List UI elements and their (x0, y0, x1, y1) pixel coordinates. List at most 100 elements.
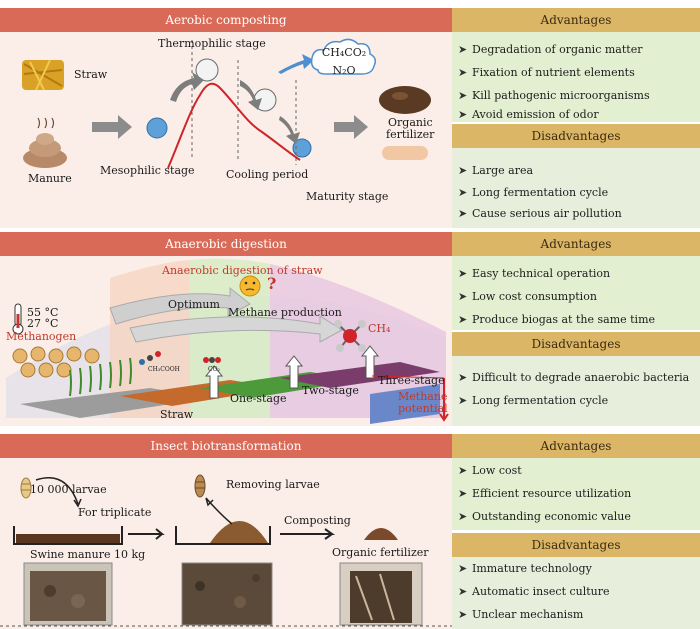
thermophilic-label: Thermophilic stage (158, 37, 266, 50)
molecule-icon (139, 351, 221, 365)
anaerobic-side: Advantages ➤Easy technical operation ➤Lo… (452, 228, 700, 426)
list-item: ➤Fixation of nutrient elements (458, 66, 635, 79)
triplicate-label: For triplicate (78, 506, 152, 519)
methane-potential-label-bottom: potential (398, 402, 448, 415)
list-item: ➤Large area (458, 164, 534, 177)
arrow-icon (439, 378, 449, 422)
insect-panel: Insect biotransformation (0, 426, 452, 629)
bullet-arrow-icon: ➤ (458, 394, 468, 407)
tray-icon (13, 526, 123, 545)
larvae-label: 10 000 larvae (30, 483, 107, 496)
swine-label: Swine manure 10 kg (30, 548, 146, 561)
co2-label: CO₂ (208, 366, 220, 373)
arrow-icon (92, 115, 132, 139)
list-item: ➤Low cost (458, 464, 522, 477)
list-item: ➤Produce biogas at the same time (458, 313, 656, 326)
arrow-icon (204, 365, 224, 399)
anaerobic-disadvantages-title: Disadvantages (452, 332, 700, 356)
thinking-icon (239, 275, 261, 297)
one-stage-label: One-stage (230, 392, 287, 405)
arrow-icon (284, 355, 304, 389)
list-item: ➤Cause serious air pollution (458, 207, 622, 220)
list-item: ➤Kill pathogenic microorganisms (458, 89, 650, 102)
arrow-icon (334, 115, 368, 139)
temp-low-label: 27 °C (27, 317, 59, 330)
bullet-arrow-icon: ➤ (458, 164, 468, 177)
straw-label: Straw (74, 68, 108, 81)
fertilizer-icon (379, 86, 431, 160)
list-item: ➤Automatic insect culture (458, 585, 610, 598)
arrow-icon (109, 286, 251, 325)
anaerobic-illustration (6, 258, 449, 424)
optimum-label: Optimum (168, 298, 220, 311)
removing-label: Removing larvae (226, 478, 320, 491)
straw-stage-label: Straw (160, 408, 194, 421)
mesophilic-label: Mesophilic stage (100, 164, 195, 177)
thermometer-icon (12, 303, 24, 335)
bullet-arrow-icon: ➤ (458, 108, 468, 121)
methane-production-label: Methane production (228, 306, 342, 319)
temperature-curve (167, 82, 301, 169)
arrow-icon (279, 116, 300, 144)
list-item: ➤Degradation of organic matter (458, 43, 643, 56)
bullet-arrow-icon: ➤ (458, 487, 468, 500)
platform-three (280, 362, 440, 388)
composting-label: Composting (284, 514, 351, 527)
list-item: ➤Easy technical operation (458, 267, 611, 280)
bullet-arrow-icon: ➤ (458, 585, 468, 598)
cloud-icon (310, 38, 377, 75)
maturity-label: Maturity stage (306, 190, 389, 203)
straw-icon (22, 59, 64, 91)
anaerobic-title: Anaerobic digestion (0, 232, 452, 256)
anaerobic-panel: Anaerobic digestion (0, 228, 452, 426)
arrow-icon (280, 528, 336, 540)
list-item: ➤Avoid emission of odor (458, 108, 599, 121)
arrow-icon (35, 477, 79, 505)
photo-swine-manure (23, 562, 113, 626)
aerobic-side: Advantages ➤Degradation of organic matte… (452, 0, 700, 228)
list-item: ➤Low cost consumption (458, 290, 597, 303)
bullet-arrow-icon: ➤ (458, 207, 468, 220)
insect-title: Insect biotransformation (0, 434, 452, 458)
insect-side: Advantages ➤Low cost ➤Efficient resource… (452, 426, 700, 629)
bullet-arrow-icon: ➤ (458, 464, 468, 477)
larva-icon (20, 477, 32, 499)
aerobic-panel: Aerobic composting (0, 0, 452, 228)
digestion-of-straw-label: Anaerobic digestion of straw (162, 264, 323, 277)
aerobic-illustration: CH₄CO₂ N₂O (22, 38, 431, 169)
insect-illustration (0, 474, 452, 627)
gas-label-bottom: N₂O (332, 64, 355, 77)
methanogen-label: Methanogen (6, 330, 77, 343)
two-stage-label: Two-stage (302, 384, 359, 397)
list-item: ➤Immature technology (458, 562, 592, 575)
arrow-icon (278, 54, 314, 74)
list-item: ➤Long fermentation cycle (458, 394, 609, 407)
methane-molecule-icon (334, 320, 366, 352)
list-item: ➤Outstanding economic value (458, 510, 631, 523)
arrow-icon (360, 345, 380, 379)
bullet-arrow-icon: ➤ (458, 510, 468, 523)
anaerobic-advantages-title: Advantages (452, 232, 700, 256)
tray-icon (175, 526, 271, 545)
arrow-icon (240, 80, 262, 110)
ch4-label: CH₄ (368, 322, 391, 335)
fertilizer-label-top: Organic (388, 116, 433, 129)
larva-icon (194, 474, 206, 498)
platform-blue (370, 384, 440, 424)
aerobic-title: Aerobic composting (0, 8, 452, 32)
bullet-arrow-icon: ➤ (458, 43, 468, 56)
list-item: ➤Long fermentation cycle (458, 186, 609, 199)
bullet-arrow-icon: ➤ (458, 608, 468, 621)
gas-label-top: CH₄CO₂ (322, 46, 366, 59)
temp-high-label: 55 °C (27, 306, 59, 319)
methanogen-icon (12, 346, 100, 378)
aerobic-disadvantages-title: Disadvantages (452, 124, 700, 148)
fertilizer-pile-icon (364, 528, 398, 540)
list-item: ➤Difficult to degrade anaerobic bacteria (458, 371, 690, 384)
photo-larvae-culture (181, 562, 273, 626)
bullet-arrow-icon: ➤ (458, 89, 468, 102)
methane-potential-label-top: Methane (398, 390, 448, 403)
fertilizer-output-label: Organic fertilizer (332, 546, 429, 559)
bullet-arrow-icon: ➤ (458, 371, 468, 384)
